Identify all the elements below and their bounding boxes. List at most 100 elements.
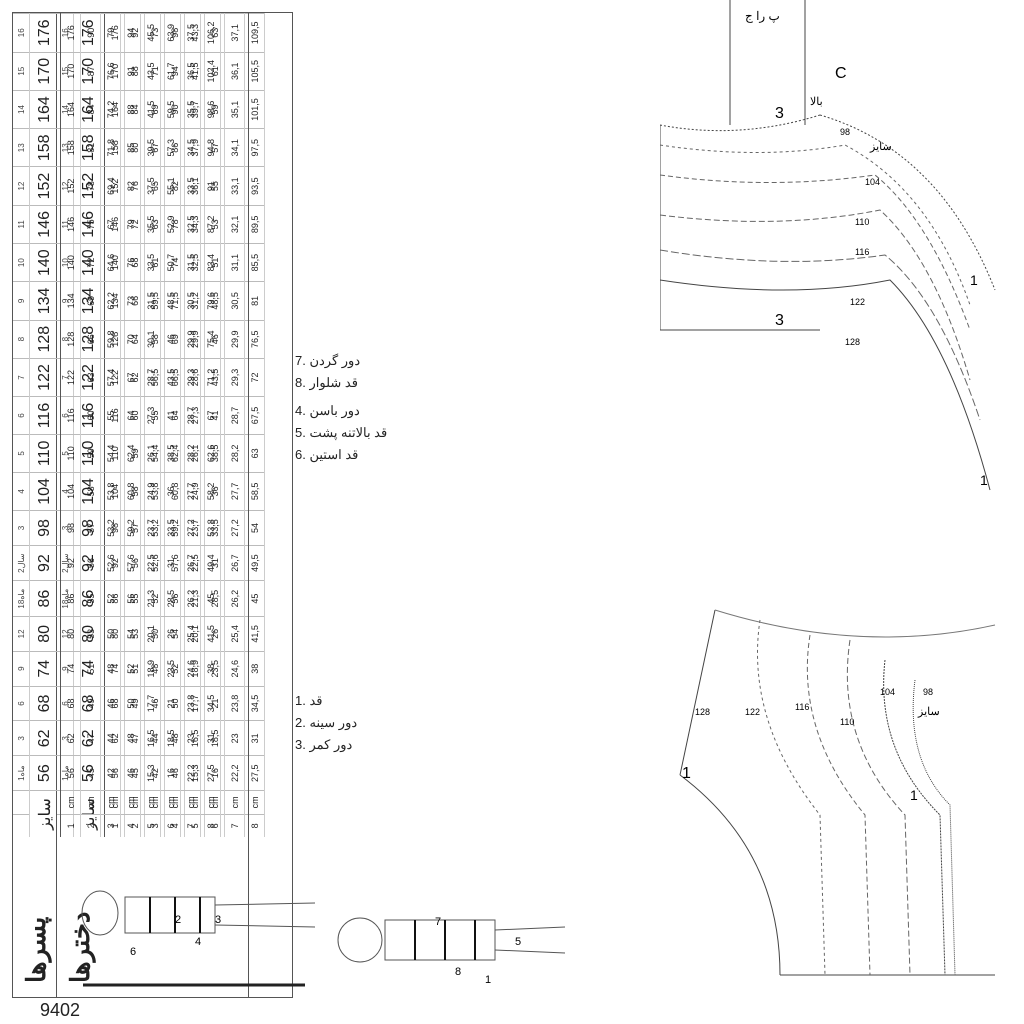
value-cell: 46	[120, 755, 141, 791]
row-number: 5	[140, 814, 161, 837]
age-cell: 4	[13, 472, 30, 511]
value-cell: 41	[160, 396, 181, 435]
value-cell: 29,9	[180, 320, 201, 359]
value-cell: 82	[120, 166, 141, 206]
figure-label: 5	[515, 936, 521, 948]
pattern-size: 110	[840, 717, 854, 727]
pattern-size: 116	[855, 247, 869, 257]
size-cell: 140	[29, 243, 61, 282]
value-cell: 50,7	[160, 243, 181, 282]
value-cell: 24,9	[140, 472, 161, 511]
value-cell: 57,3	[160, 128, 181, 167]
age-cell: 13	[13, 128, 30, 167]
row-unit: cm	[160, 790, 181, 815]
value-cell: 34,5	[200, 686, 221, 721]
value-cell: 86	[60, 580, 81, 617]
age-cell: 9	[13, 281, 30, 321]
value-cell: 60	[80, 396, 101, 435]
pattern-mark: 1	[980, 472, 988, 488]
age-cell: 18ماه	[13, 580, 30, 617]
value-cell: 94	[120, 13, 141, 53]
pattern-mark: 1	[970, 272, 978, 288]
boy-figure	[337, 917, 566, 963]
size-cell: 164	[29, 90, 61, 129]
size-cell: 68	[29, 686, 61, 721]
row-number: 4	[120, 814, 141, 837]
value-cell: 30,1	[140, 320, 161, 359]
legend-item: 2. دور سینه	[295, 715, 358, 730]
value-cell: 110	[60, 434, 81, 473]
age-cell: 3	[13, 720, 30, 756]
value-cell: 134	[60, 281, 81, 321]
legend-item: 6. قد استین	[295, 447, 359, 462]
size-cell: 104	[29, 472, 61, 511]
age-cell: 6	[13, 686, 30, 721]
age-cell: 6	[13, 396, 30, 435]
legend-col3: 7. دور گردن 8. قد شلوار	[295, 350, 360, 394]
value-cell: 58	[80, 472, 101, 511]
value-cell: 18,9	[140, 651, 161, 687]
value-cell: 38,5	[160, 434, 181, 473]
value-cell: 98,6	[200, 90, 221, 129]
value-cell: 56	[80, 545, 101, 581]
value-cell: 48,5	[160, 281, 181, 321]
value-cell: 17,7	[140, 686, 161, 721]
value-cell: 104	[60, 472, 81, 511]
value-cell: 59,2	[120, 510, 141, 546]
value-cell: 62,2	[100, 281, 121, 321]
value-cell: 27,7	[180, 472, 201, 511]
value-cell: 62	[60, 720, 81, 756]
value-cell: 54,4	[100, 434, 121, 473]
value-cell: 25,4	[180, 616, 201, 652]
value-cell: 50	[120, 686, 141, 721]
value-cell: 37,5	[140, 166, 161, 206]
value-cell: 67	[200, 396, 221, 435]
row-unit: cm	[180, 790, 201, 815]
value-cell: 79	[100, 13, 121, 53]
value-cell: 52	[100, 580, 121, 617]
age-cell: 12	[13, 616, 30, 652]
value-cell: 28,7	[140, 358, 161, 397]
value-cell: 23,8	[180, 686, 201, 721]
legend-item: 5. قد بالاتنه پشت	[295, 425, 388, 440]
age-cell: 9	[13, 651, 30, 687]
row-unit: cm	[60, 790, 81, 815]
legend-item: 4. دور باسن	[295, 403, 360, 418]
value-cell: 41,5	[200, 616, 221, 652]
pattern-size: 122	[850, 297, 865, 307]
value-cell: 26	[160, 616, 181, 652]
value-cell: 63	[80, 358, 101, 397]
age-cell: سال2	[13, 545, 30, 581]
value-cell: 27,2	[180, 510, 201, 546]
value-cell: 164	[60, 90, 81, 129]
pattern-mark: 3	[775, 105, 784, 122]
value-cell: 73	[120, 281, 141, 321]
value-cell: 27,3	[140, 396, 161, 435]
value-cell: 48	[120, 720, 141, 756]
pattern-letter: C	[835, 65, 847, 82]
value-cell: 47	[80, 720, 101, 756]
value-cell: 122	[60, 358, 81, 397]
age-cell: ماه1	[13, 755, 30, 791]
size-cell: 176	[29, 13, 61, 53]
value-cell: 75	[80, 205, 101, 244]
age-cell: 3	[13, 510, 30, 546]
pattern-mark: 1	[910, 787, 918, 803]
value-cell: 52,9	[160, 205, 181, 244]
value-cell: 46	[100, 686, 121, 721]
value-cell: 85	[120, 128, 141, 167]
age-cell: 11	[13, 205, 30, 244]
value-cell: 76	[120, 243, 141, 282]
figure-label: 4	[195, 936, 201, 948]
value-cell: 33,5	[160, 510, 181, 546]
pattern-piece-lower: 1 1 128 122 116 110 104 98 سایز	[679, 609, 996, 976]
value-cell: 59	[80, 434, 101, 473]
value-cell: 55	[100, 396, 121, 435]
value-cell: 57,4	[100, 358, 121, 397]
value-cell: 54	[120, 616, 141, 652]
value-cell: 36	[160, 472, 181, 511]
value-cell: 146	[60, 205, 81, 244]
row-number: 2	[80, 814, 101, 837]
